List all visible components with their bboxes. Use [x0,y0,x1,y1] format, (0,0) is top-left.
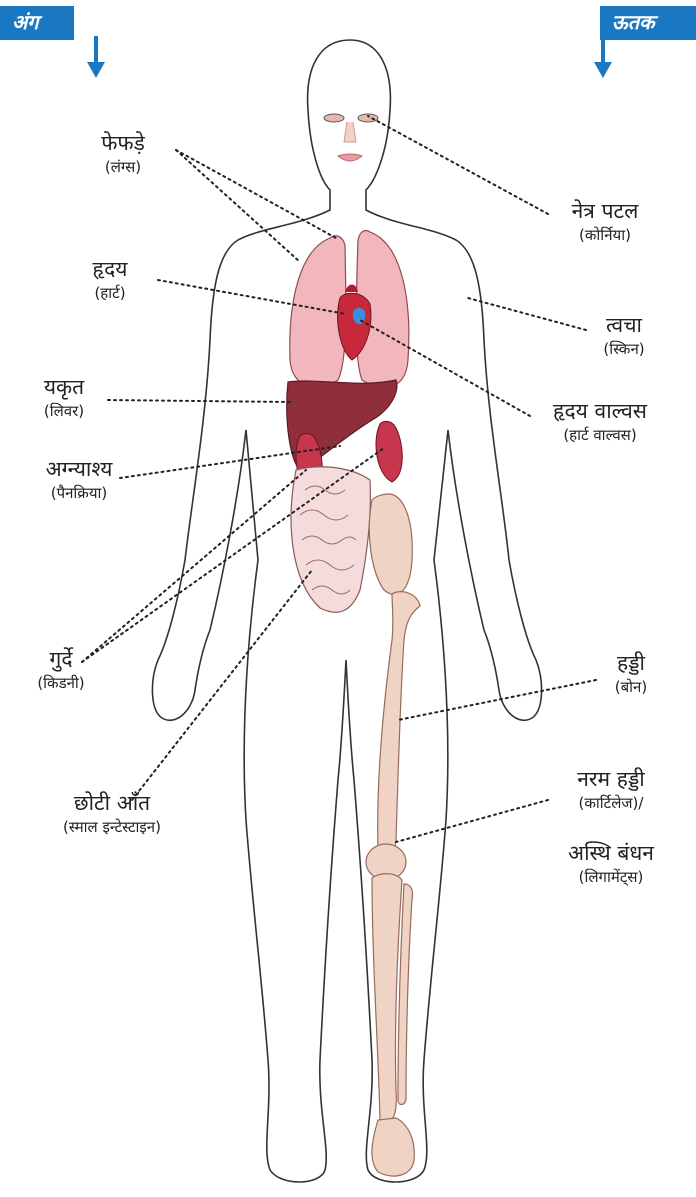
label-cartilage-hindi: नरम हड्डी [548,766,674,792]
label-bone-english: (बोन) [596,676,666,698]
label-heart-valves-hindi: हृदय वाल्वस [530,398,670,424]
label-pancreas-hindi: अग्न्याश्य [24,456,134,482]
body-outline [152,40,541,1182]
label-kidneys: गुर्दे (किडनी) [16,646,106,694]
organ-header-tag: अंग [0,6,74,40]
label-heart-valves: हृदय वाल्वस (हार्ट वाल्वस) [530,398,670,446]
label-cornea-hindi: नेत्र पटल [550,198,660,224]
label-skin: त्वचा (स्किन) [584,312,664,360]
label-cartilage: नरम हड्डी (कार्टिलेज)/ [548,766,674,814]
label-skin-english: (स्किन) [584,338,664,360]
label-bone: हड्डी (बोन) [596,650,666,698]
label-kidneys-hindi: गुर्दे [16,646,106,672]
label-cornea-english: (कोर्निया) [550,224,660,246]
left-down-arrow-icon [87,36,105,78]
label-liver-english: (लिवर) [26,400,102,422]
skin-leader [468,298,586,330]
label-small-intestine-english: (स्माल इन्टेस्टाइन) [22,816,202,838]
label-pancreas-english: (पैनक्रिया) [24,482,134,504]
right-down-arrow-icon [594,36,612,78]
label-heart-hindi: हृदय [72,256,148,282]
label-pancreas: अग्न्याश्य (पैनक्रिया) [24,456,134,504]
label-lungs-hindi: फेफड़े [80,130,166,156]
label-ligaments: अस्थि बंधन (लिगामेंट्स) [548,840,674,888]
label-heart: हृदय (हार्ट) [72,256,148,304]
cornea-leader [368,116,548,214]
label-ligaments-english: (लिगामेंट्स) [548,866,674,888]
label-lungs-english: (लंग्स) [80,156,166,178]
label-bone-hindi: हड्डी [596,650,666,676]
label-heart-valves-english: (हार्ट वाल्वस) [530,424,670,446]
label-kidneys-english: (किडनी) [16,672,106,694]
label-small-intestine: छोटी आँत (स्माल इन्टेस्टाइन) [22,790,202,838]
label-cartilage-english: (कार्टिलेज)/ [548,792,674,814]
label-lungs: फेफड़े (लंग्स) [80,130,166,178]
tissue-header-tag: ऊतक [600,6,696,40]
lungs-leader-2 [176,150,336,238]
label-skin-hindi: त्वचा [584,312,664,338]
label-ligaments-hindi: अस्थि बंधन [548,840,674,866]
label-liver: यकृत (लिवर) [26,374,102,422]
label-cornea: नेत्र पटल (कोर्निया) [550,198,660,246]
label-liver-hindi: यकृत [26,374,102,400]
label-heart-english: (हार्ट) [72,282,148,304]
label-small-intestine-hindi: छोटी आँत [22,790,202,816]
